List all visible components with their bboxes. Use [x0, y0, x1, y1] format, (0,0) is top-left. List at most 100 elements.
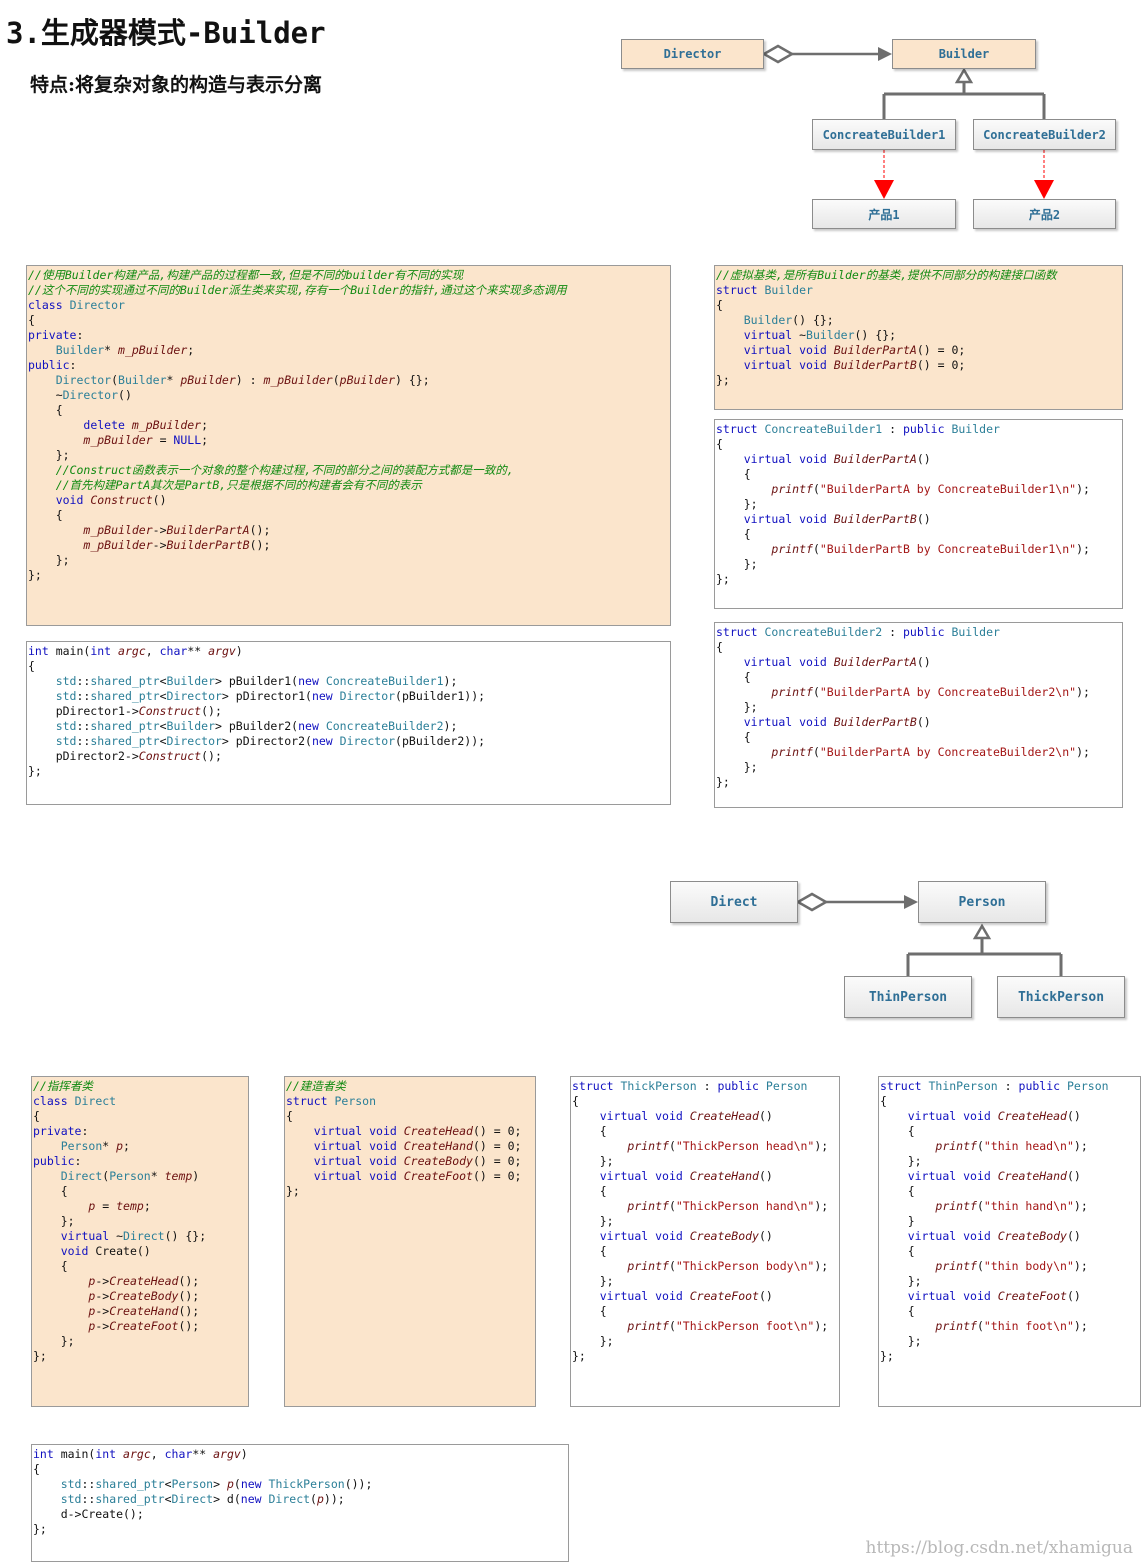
node-person: Person [918, 881, 1046, 923]
code-line: class Director [28, 298, 125, 312]
creates-product-arrows [874, 150, 1054, 199]
code-line: virtual void CreateHand() [907, 1169, 1081, 1183]
inheritance-person-tree [906, 923, 1063, 976]
code-person-main: int main(int argc, char** argv){ std::sh… [31, 1444, 569, 1562]
code-line: virtual void BuilderPartB() = 0; [743, 358, 966, 372]
code-line: std::shared_ptr<Builder> pBuilder1(new C… [55, 674, 458, 688]
code-line: p->CreateHead(); [88, 1274, 200, 1288]
code-concrete-builder1: struct ConcreateBuilder1 : public Builde… [714, 419, 1123, 609]
code-line: m_pBuilder->BuilderPartB(); [83, 538, 271, 552]
code-line: }; [716, 497, 758, 511]
code-line: }; [880, 1274, 922, 1288]
code-line: }; [880, 1349, 894, 1363]
code-line: printf("ThickPerson body\n"); [627, 1259, 829, 1273]
code-line: printf("ThickPerson foot\n"); [627, 1319, 829, 1333]
code-line: { [880, 1244, 915, 1258]
node-concrete-builder2: ConcreateBuilder2 [973, 119, 1116, 150]
code-line: }; [716, 572, 730, 586]
code-line: //首先构建PartA其次是PartB,只是根据不同的构建者会有不同的表示 [55, 478, 422, 492]
code-line: Builder* m_pBuilder; [55, 343, 195, 357]
node-director: Director [621, 39, 764, 69]
node-direct: Direct [670, 881, 798, 923]
code-line: { [716, 527, 751, 541]
code-thin-person: struct ThinPerson : public Person{ virtu… [878, 1076, 1141, 1407]
node-thick-person: ThickPerson [997, 976, 1125, 1018]
code-line: }; [572, 1274, 614, 1288]
code-line: }; [716, 775, 730, 789]
code-line: { [880, 1304, 915, 1318]
code-line: { [572, 1244, 607, 1258]
code-line: struct Person [286, 1094, 377, 1108]
code-line: printf("BuilderPartB by ConcreateBuilder… [771, 542, 1090, 556]
code-line: //虚拟基类,是所有Builder的基类,提供不同部分的构建接口函数 [716, 268, 1057, 282]
code-line: //建造者类 [286, 1079, 346, 1093]
code-line: printf("ThickPerson head\n"); [627, 1139, 829, 1153]
code-line: }; [28, 764, 42, 778]
node-product2: 产品2 [973, 199, 1116, 229]
code-line: int main(int argc, char** argv) [33, 1447, 248, 1461]
code-line: virtual void CreateHand() = 0; [313, 1139, 522, 1153]
code-line: virtual void CreateHand() [599, 1169, 773, 1183]
code-line: { [880, 1124, 915, 1138]
code-line: printf("thin body\n"); [935, 1259, 1088, 1273]
code-line: private: [33, 1124, 89, 1138]
code-line: virtual void CreateHead() = 0; [313, 1124, 522, 1138]
code-line: printf("BuilderPartA by ConcreateBuilder… [771, 482, 1090, 496]
code-line: std::shared_ptr<Director> pDirector1(new… [55, 689, 486, 703]
code-line: struct Builder [716, 283, 813, 297]
code-line: { [33, 1259, 68, 1273]
code-line: { [33, 1109, 40, 1123]
code-line: printf("BuilderPartA by ConcreateBuilder… [771, 685, 1090, 699]
code-line: Builder() {}; [743, 313, 834, 327]
code-line: }; [880, 1334, 922, 1348]
code-line: void Create() [60, 1244, 151, 1258]
code-line: }; [33, 1522, 47, 1536]
code-line: //Construct函数表示一个对象的整个构建过程,不同的部分之间的装配方式都… [55, 463, 514, 477]
code-line: }; [716, 760, 758, 774]
code-line: printf("BuilderPartA by ConcreateBuilder… [771, 745, 1090, 759]
code-line: }; [572, 1349, 586, 1363]
code-line: { [28, 403, 63, 417]
code-line: }; [572, 1154, 614, 1168]
code-line: virtual void BuilderPartB() [743, 715, 931, 729]
code-line: virtual void CreateBody() [599, 1229, 773, 1243]
code-line: Direct(Person* temp) [60, 1169, 200, 1183]
aggregation-direct-person [795, 892, 918, 912]
code-builder-main: int main(int argc, char** argv){ std::sh… [26, 641, 671, 805]
code-line: delete m_pBuilder; [83, 418, 209, 432]
code-line: //指挥者类 [33, 1079, 93, 1093]
code-line: public: [33, 1154, 82, 1168]
node-thin-person: ThinPerson [844, 976, 972, 1018]
code-line: }; [28, 553, 70, 567]
code-line: pDirector2->Construct(); [28, 749, 222, 763]
code-line: virtual void CreateFoot() = 0; [313, 1169, 522, 1183]
code-line: struct ConcreateBuilder1 : public Builde… [716, 422, 1000, 436]
code-line: }; [572, 1334, 614, 1348]
code-line: virtual ~Direct() {}; [60, 1229, 207, 1243]
code-line: d->Create(); [33, 1507, 144, 1521]
code-line: p = temp; [88, 1199, 151, 1213]
watermark: https://blog.csdn.net/xhamigua [865, 1538, 1133, 1558]
code-line: }; [716, 373, 730, 387]
code-line: }; [716, 557, 758, 571]
code-line: struct ConcreateBuilder2 : public Builde… [716, 625, 1000, 639]
code-line: std::shared_ptr<Person> p(new ThickPerso… [60, 1477, 373, 1491]
code-line: virtual void CreateFoot() [907, 1289, 1081, 1303]
code-line: class Direct [33, 1094, 117, 1108]
code-line: { [880, 1094, 887, 1108]
node-concrete-builder1: ConcreateBuilder1 [812, 119, 956, 150]
code-line: virtual void BuilderPartA() = 0; [743, 343, 966, 357]
code-line: std::shared_ptr<Director> pDirector2(new… [55, 734, 486, 748]
code-line: { [572, 1124, 607, 1138]
code-line: void Construct() [55, 493, 167, 507]
code-line: }; [880, 1154, 922, 1168]
node-product1: 产品1 [812, 199, 956, 229]
code-line: p->CreateHand(); [88, 1304, 200, 1318]
code-line: }; [28, 448, 70, 462]
code-line: pDirector1->Construct(); [28, 704, 222, 718]
code-line: { [716, 730, 751, 744]
code-line: { [716, 298, 723, 312]
code-line: { [28, 313, 35, 327]
